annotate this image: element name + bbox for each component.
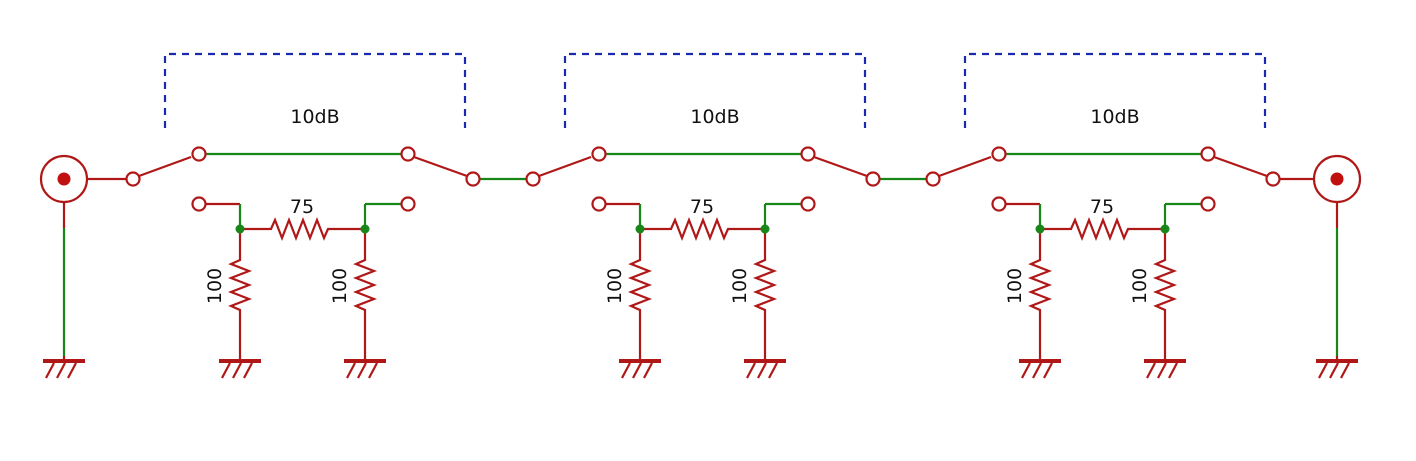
ground-icon: [43, 359, 85, 379]
switch-contact-icon: [1265, 171, 1281, 187]
series-resistor-icon: [640, 216, 765, 242]
series-resistor-icon: [1040, 216, 1165, 242]
switch-contact-icon: [191, 196, 207, 212]
junction-node: [1035, 224, 1045, 234]
shunt-resistor-left-icon: [227, 229, 253, 356]
series-resistor-label: 75: [1090, 196, 1114, 218]
attenuator-stage-1: 10dB 75 100 100: [125, 52, 481, 379]
switch-contact-icon: [1200, 146, 1216, 162]
ground-icon: [1316, 359, 1358, 379]
switch-contact-icon: [800, 196, 816, 212]
shunt-resistor-right-label: 100: [1129, 268, 1151, 304]
ground-icon: [619, 356, 661, 379]
switch-contact-icon: [525, 171, 541, 187]
switch-contact-icon: [400, 146, 416, 162]
shunt-resistor-right-label: 100: [729, 268, 751, 304]
stage-dashed-box: [563, 52, 867, 128]
switch-contact-icon: [991, 196, 1007, 212]
ground-icon: [219, 356, 261, 379]
shunt-resistor-left-icon: [627, 229, 653, 356]
stage-label: 10dB: [690, 106, 739, 128]
attenuator-stage-2: 10dB 75 100 100: [525, 52, 881, 379]
ground-icon: [744, 356, 786, 379]
switch-contact-icon: [465, 171, 481, 187]
stage-dashed-box: [963, 52, 1267, 128]
shunt-resistor-left-label: 100: [604, 268, 626, 304]
output-switch-blade: [413, 155, 468, 178]
switch-contact-icon: [591, 146, 607, 162]
output-switch-blade: [813, 155, 868, 178]
shunt-resistor-right-label: 100: [329, 268, 351, 304]
series-resistor-label: 75: [290, 196, 314, 218]
attenuator-stage-3: 10dB 75 100 100: [925, 52, 1281, 379]
series-resistor-label: 75: [690, 196, 714, 218]
input-bnc-pin: [57, 172, 71, 186]
shunt-resistor-right-icon: [752, 229, 778, 356]
junction-node: [635, 224, 645, 234]
ground-icon: [1019, 356, 1061, 379]
input-switch-blade: [538, 155, 592, 178]
ground-icon: [1144, 356, 1186, 379]
switch-contact-icon: [800, 146, 816, 162]
junction-node: [760, 224, 770, 234]
shunt-resistor-right-icon: [1152, 229, 1178, 356]
shunt-resistor-right-icon: [352, 229, 378, 356]
input-switch-blade: [938, 155, 992, 178]
shunt-resistor-left-label: 100: [1004, 268, 1026, 304]
series-resistor-icon: [240, 216, 365, 242]
output-switch-blade: [1213, 155, 1268, 178]
stage-label: 10dB: [290, 106, 339, 128]
switch-contact-icon: [191, 146, 207, 162]
shunt-resistor-left-label: 100: [204, 268, 226, 304]
ground-icon: [344, 356, 386, 379]
output-bnc-pin: [1330, 172, 1344, 186]
junction-node: [1160, 224, 1170, 234]
switch-contact-icon: [125, 171, 141, 187]
switch-contact-icon: [591, 196, 607, 212]
switch-contact-icon: [925, 171, 941, 187]
switch-contact-icon: [865, 171, 881, 187]
switch-contact-icon: [400, 196, 416, 212]
stage-dashed-box: [163, 52, 467, 128]
switch-contact-icon: [991, 146, 1007, 162]
junction-node: [360, 224, 370, 234]
output-connector: [1279, 154, 1362, 379]
junction-node: [235, 224, 245, 234]
stage-label: 10dB: [1090, 106, 1139, 128]
shunt-resistor-left-icon: [1027, 229, 1053, 356]
input-switch-blade: [138, 155, 192, 178]
switch-contact-icon: [1200, 196, 1216, 212]
input-connector: [39, 154, 127, 379]
